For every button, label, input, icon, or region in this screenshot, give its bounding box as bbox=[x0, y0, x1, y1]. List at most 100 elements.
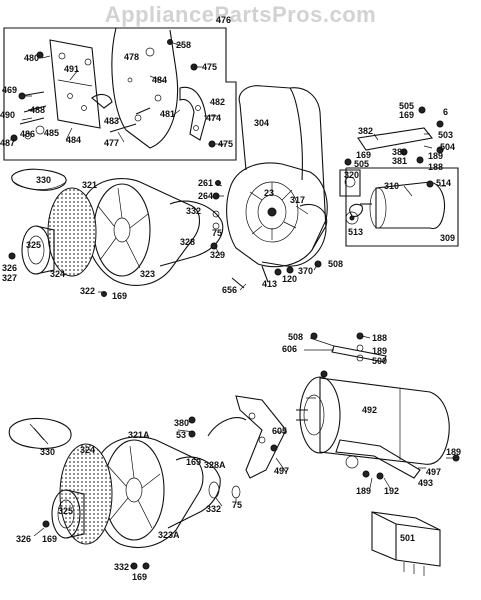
drive-belt-lower bbox=[167, 456, 221, 529]
callout-381: 381 bbox=[392, 156, 407, 166]
generator-bracket bbox=[335, 439, 460, 480]
callout-328a: 328A bbox=[204, 460, 226, 470]
callout-478: 478 bbox=[124, 52, 139, 62]
upper-hardware bbox=[8, 180, 322, 297]
inset-small-parts bbox=[10, 39, 216, 148]
callout-321a: 321A bbox=[128, 430, 150, 440]
callout-169: 169 bbox=[132, 572, 147, 582]
starter-gear-parts bbox=[339, 169, 361, 225]
wire-harness-upper bbox=[11, 168, 67, 191]
callout-317: 317 bbox=[290, 195, 305, 205]
callout-189: 189 bbox=[372, 346, 387, 356]
inset-box bbox=[3, 27, 237, 161]
callout-500: 500 bbox=[372, 356, 387, 366]
callout-324: 324 bbox=[80, 445, 95, 455]
callout-330: 330 bbox=[40, 447, 55, 457]
callout-380: 380 bbox=[174, 418, 189, 428]
callout-513: 513 bbox=[348, 227, 363, 237]
callout-413: 413 bbox=[262, 279, 277, 289]
callout-323: 323 bbox=[140, 269, 155, 279]
callout-656: 656 bbox=[222, 285, 237, 295]
callout-75: 75 bbox=[212, 228, 222, 238]
callout-332: 332 bbox=[114, 562, 129, 572]
voltage-regulator bbox=[371, 511, 441, 576]
callout-487: 487 bbox=[0, 138, 15, 148]
callout-504: 504 bbox=[440, 142, 455, 152]
callout-189: 189 bbox=[356, 486, 371, 496]
callout-326: 326 bbox=[16, 534, 31, 544]
callout-258: 258 bbox=[176, 40, 191, 50]
callout-481: 481 bbox=[160, 109, 175, 119]
callout-380: 380 bbox=[392, 147, 407, 157]
callout-169: 169 bbox=[42, 534, 57, 544]
callout-486: 486 bbox=[20, 129, 35, 139]
callout-491: 491 bbox=[64, 64, 79, 74]
callout-505: 505 bbox=[354, 159, 369, 169]
callout-188: 188 bbox=[372, 333, 387, 343]
callout-508: 508 bbox=[328, 259, 343, 269]
callout-497: 497 bbox=[274, 466, 289, 476]
throttle-bracket bbox=[179, 86, 207, 141]
callout-326: 326 bbox=[2, 263, 17, 273]
control-cover-plate bbox=[111, 27, 179, 149]
control-bracket-plate bbox=[49, 39, 101, 129]
callout-261: 261 bbox=[198, 178, 213, 188]
fan-backplate bbox=[226, 162, 328, 268]
callout-474: 474 bbox=[206, 113, 221, 123]
callout-6: 6 bbox=[443, 107, 448, 117]
callout-482: 482 bbox=[210, 97, 225, 107]
starter-bracket bbox=[344, 106, 444, 166]
wire-harness-lower bbox=[8, 417, 72, 449]
callout-332: 332 bbox=[206, 504, 221, 514]
callout-488: 488 bbox=[30, 105, 45, 115]
callout-322: 322 bbox=[80, 286, 95, 296]
belt-guard-bracket bbox=[188, 395, 287, 479]
callout-320: 320 bbox=[344, 170, 359, 180]
callout-475: 475 bbox=[202, 62, 217, 72]
callout-169: 169 bbox=[112, 291, 127, 301]
callout-501: 501 bbox=[400, 533, 415, 543]
callout-605: 605 bbox=[272, 426, 287, 436]
callout-23: 23 bbox=[264, 188, 274, 198]
callout-327: 327 bbox=[2, 273, 17, 283]
watermark: AppliancePartsPros.com bbox=[104, 2, 377, 27]
callout-309: 309 bbox=[440, 233, 455, 243]
callout-480: 480 bbox=[24, 53, 39, 63]
callout-189: 189 bbox=[428, 151, 443, 161]
drive-belt-upper bbox=[159, 200, 224, 267]
starter-generator bbox=[296, 370, 450, 465]
callout-332: 332 bbox=[186, 206, 201, 216]
starter-cup-lower bbox=[51, 489, 85, 539]
starter-cup-upper bbox=[21, 225, 55, 275]
callout-325: 325 bbox=[58, 506, 73, 516]
rotating-screen-upper bbox=[47, 187, 97, 277]
callout-382: 382 bbox=[358, 126, 373, 136]
callout-490: 490 bbox=[0, 110, 15, 120]
blower-housing bbox=[238, 85, 327, 267]
callout-484: 484 bbox=[66, 135, 81, 145]
callout-75: 75 bbox=[232, 500, 242, 510]
callout-485: 485 bbox=[44, 128, 59, 138]
leader-lines bbox=[21, 41, 456, 567]
callout-514: 514 bbox=[436, 178, 451, 188]
callout-169: 169 bbox=[356, 150, 371, 160]
callout-497: 497 bbox=[426, 467, 441, 477]
callout-503: 503 bbox=[438, 130, 453, 140]
callout-169: 169 bbox=[186, 457, 201, 467]
callout-469: 469 bbox=[2, 85, 17, 95]
callout-476: 476 bbox=[216, 15, 231, 25]
callout-324: 324 bbox=[50, 269, 65, 279]
callout-120: 120 bbox=[282, 274, 297, 284]
callout-323a: 323A bbox=[158, 530, 180, 540]
callout-169: 169 bbox=[399, 110, 414, 120]
callout-493: 493 bbox=[418, 478, 433, 488]
callout-304: 304 bbox=[254, 118, 269, 128]
rotating-screen-lower bbox=[59, 443, 113, 545]
callout-310: 310 bbox=[384, 181, 399, 191]
callout-192: 192 bbox=[384, 486, 399, 496]
callout-188: 188 bbox=[428, 162, 443, 172]
callout-329: 329 bbox=[210, 250, 225, 260]
callout-483: 483 bbox=[104, 116, 119, 126]
callout-477: 477 bbox=[104, 138, 119, 148]
